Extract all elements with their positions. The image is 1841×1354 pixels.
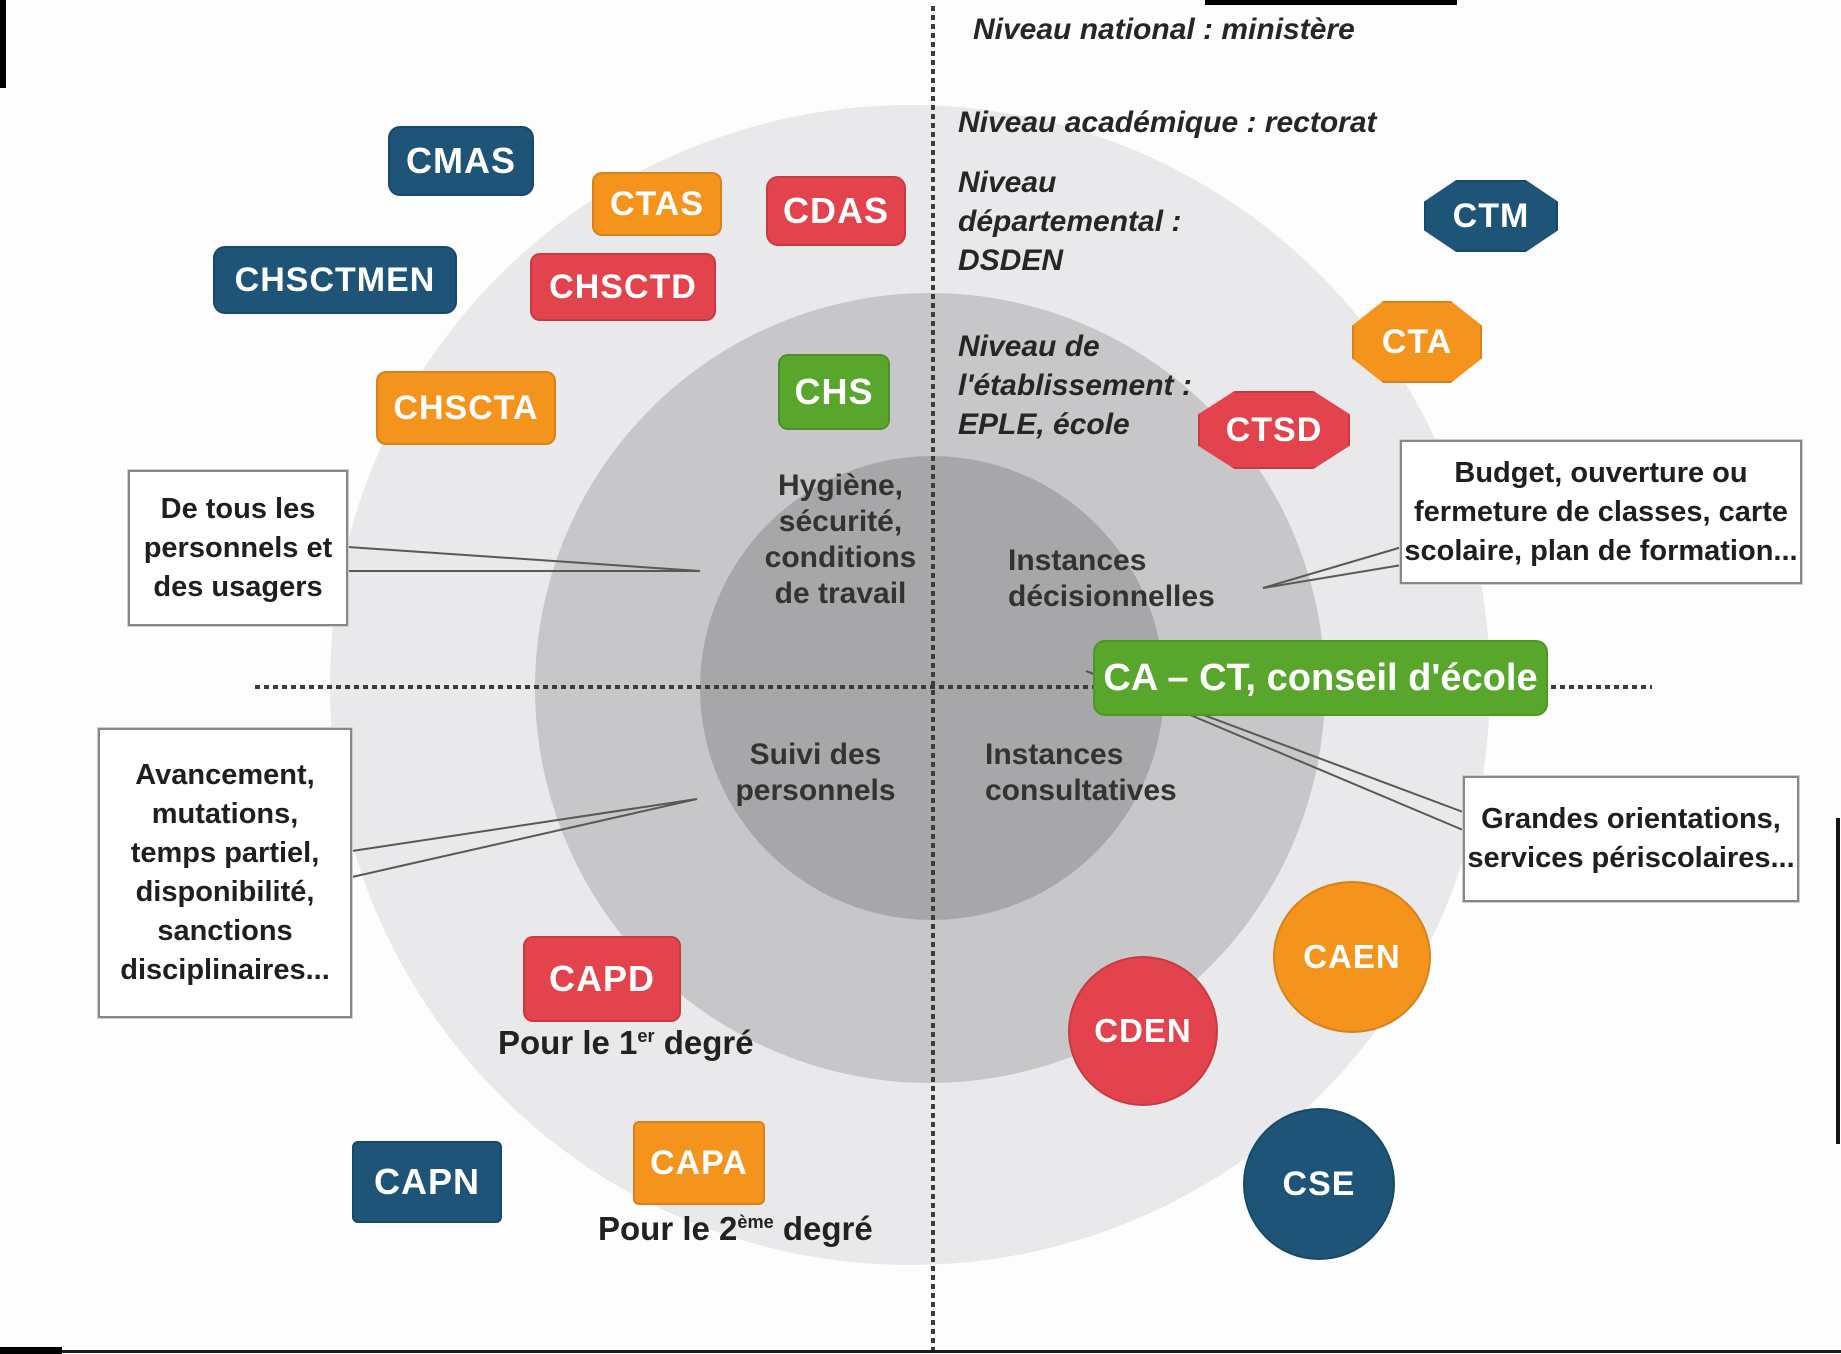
avancement-line3: temps partiel,: [130, 837, 320, 869]
caption-premier-prefix: Pour le 1: [498, 1024, 638, 1061]
badge-ctas: CTAS: [592, 172, 722, 236]
budget-line1: Budget, ouverture ou: [1454, 456, 1748, 489]
scan-artifact-top-left: [0, 0, 6, 88]
badge-chs: CHS: [778, 354, 890, 430]
level-etablissement-line1: Niveau de: [958, 330, 1100, 363]
usagers-line1: De tous les: [160, 492, 316, 525]
caption-second-suffix: degré: [773, 1210, 873, 1247]
caption-second-sup: ème: [737, 1212, 774, 1232]
badge-cta: CTA: [1352, 301, 1482, 383]
badge-ctsd: CTSD: [1198, 391, 1350, 469]
caption-second-degre: Pour le 2ème degré: [598, 1210, 873, 1248]
level-departemental-line1: Niveau: [958, 166, 1057, 199]
caption-premier-degre: Pour le 1er degré: [498, 1024, 754, 1062]
consultatives-line1: Instances: [985, 738, 1124, 771]
avancement-line6: disciplinaires...: [120, 954, 330, 986]
caption-premier-sup: er: [637, 1026, 655, 1046]
callout-avancement: Avancement, mutations, temps partiel, di…: [98, 728, 352, 1018]
badge-cmas: CMAS: [388, 126, 534, 196]
badge-caen: CAEN: [1273, 881, 1431, 1033]
avancement-line2: mutations,: [151, 798, 299, 830]
level-etablissement-label: Niveau de l'établissement : EPLE, école: [958, 327, 1192, 444]
budget-line2: fermeture de classes, carte: [1414, 495, 1788, 528]
vertical-dotted-axis: [931, 6, 935, 1354]
callout-grandes: Grandes orientations, services périscola…: [1463, 776, 1799, 902]
badge-capd: CAPD: [523, 936, 681, 1022]
quadrant-consultatives-label: Instances consultatives: [985, 737, 1177, 809]
badge-capn: CAPN: [352, 1141, 502, 1223]
level-departemental-line3: DSDEN: [958, 244, 1064, 277]
level-etablissement-line3: EPLE, école: [958, 408, 1130, 441]
quadrant-decisionnelles-label: Instances décisionnelles: [1008, 543, 1215, 615]
level-academique-label: Niveau académique : rectorat: [958, 106, 1377, 139]
scan-artifact-right-bar: [1836, 818, 1840, 1144]
budget-line3: scolaire, plan de formation...: [1404, 534, 1798, 567]
level-departemental-line2: départemental :: [958, 205, 1182, 238]
usagers-line3: des usagers: [153, 570, 323, 603]
grandes-line2: services périscolaires...: [1467, 842, 1795, 874]
callout-usagers: De tous les personnels et des usagers: [128, 470, 348, 626]
banner-ca-ct-conseil-ecole: CA – CT, conseil d'école: [1093, 640, 1548, 716]
badge-ctm: CTM: [1424, 180, 1558, 252]
suivi-line1: Suivi des: [749, 738, 882, 771]
badge-cden: CDEN: [1068, 956, 1218, 1106]
scan-artifact-bottom-line: [62, 1350, 1841, 1353]
badge-capa: CAPA: [633, 1121, 765, 1205]
decisionnelles-line2: décisionnelles: [1008, 580, 1215, 613]
hygiene-line2: sécurité,: [778, 505, 903, 538]
caption-premier-suffix: degré: [654, 1024, 754, 1061]
grandes-line1: Grandes orientations,: [1481, 803, 1781, 835]
badge-cse: CSE: [1243, 1108, 1395, 1260]
badge-cdas: CDAS: [766, 176, 906, 246]
badge-chsctd: CHSCTD: [530, 253, 716, 321]
hygiene-line4: de travail: [774, 577, 907, 610]
callout-budget: Budget, ouverture ou fermeture de classe…: [1400, 440, 1802, 584]
avancement-line4: disponibilité,: [135, 876, 315, 908]
suivi-line2: personnels: [735, 774, 896, 807]
level-national-label: Niveau national : ministère: [973, 13, 1355, 46]
badge-chsctmen: CHSCTMEN: [213, 246, 457, 314]
quadrant-hygiene-label: Hygiène, sécurité, conditions de travail: [748, 468, 933, 612]
level-etablissement-line2: l'établissement :: [958, 369, 1192, 402]
scan-artifact-bottom-left: [0, 1347, 62, 1354]
usagers-line2: personnels et: [143, 531, 333, 564]
caption-second-prefix: Pour le 2: [598, 1210, 738, 1247]
avancement-line5: sanctions: [157, 915, 293, 947]
consultatives-line2: consultatives: [985, 774, 1177, 807]
decisionnelles-line1: Instances: [1008, 544, 1147, 577]
scan-artifact-top-line: [1205, 0, 1457, 5]
hygiene-line1: Hygiène,: [777, 469, 904, 502]
badge-chscta: CHSCTA: [376, 371, 556, 445]
avancement-line1: Avancement,: [135, 759, 315, 791]
hygiene-line3: conditions: [764, 541, 917, 574]
quadrant-suivi-label: Suivi des personnels: [733, 737, 898, 809]
horizontal-dotted-axis: [255, 685, 1652, 689]
level-departemental-label: Niveau départemental : DSDEN: [958, 163, 1181, 280]
